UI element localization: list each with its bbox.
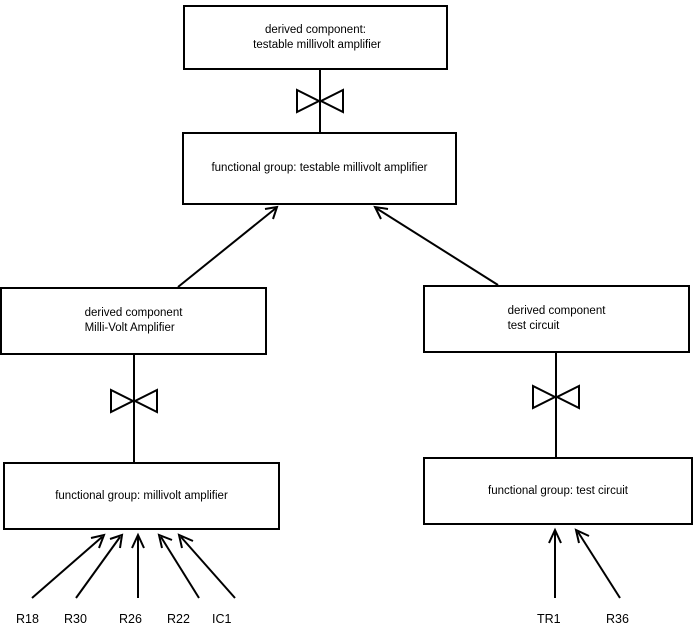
connector-left-realization — [110, 355, 158, 462]
connector-right-aggregation — [373, 205, 499, 286]
connector-r30 — [75, 533, 124, 599]
node-fg-testable-millivolt-amplifier[interactable]: functional group: testable millivolt amp… — [182, 132, 457, 205]
leaf-label-r18[interactable]: R18 — [16, 612, 39, 626]
bowtie-icon — [532, 384, 580, 410]
bowtie-icon — [110, 388, 158, 414]
node-label: functional group: testable millivolt amp… — [211, 161, 427, 176]
bowtie-icon — [296, 88, 344, 114]
node-label-line2: test circuit — [507, 320, 560, 332]
node-label: derived component: testable millivolt am… — [250, 23, 381, 53]
leaf-label-tr1[interactable]: TR1 — [537, 612, 561, 626]
connector-tr1 — [548, 527, 562, 598]
leaf-label-ic1[interactable]: IC1 — [212, 612, 232, 626]
node-label-line1: derived component: — [264, 23, 366, 36]
node-label-line1: functional group: test circuit — [488, 484, 628, 497]
node-label-line2: testable millivolt amplifier — [249, 38, 381, 51]
node-label: functional group: millivolt amplifier — [55, 489, 228, 504]
node-label-line2: Milli-Volt Amplifier — [84, 322, 175, 334]
node-derived-testable-millivolt-amplifier[interactable]: derived component: testable millivolt am… — [183, 5, 448, 70]
node-label: derived component test circuit — [508, 304, 606, 334]
leaf-label-r30[interactable]: R30 — [64, 612, 87, 626]
connector-left-aggregation — [177, 205, 279, 288]
node-label-line1: functional group: testable millivolt amp… — [211, 162, 428, 174]
node-label-line1: derived component — [507, 305, 606, 317]
node-fg-test-circuit[interactable]: functional group: test circuit — [423, 457, 693, 525]
connector-right-realization — [532, 353, 580, 457]
connector-top-realization — [296, 70, 344, 132]
connector-r18 — [31, 533, 106, 599]
node-derived-test-circuit[interactable]: derived component test circuit — [423, 285, 690, 353]
node-label-line1: functional group: millivolt amplifier — [55, 489, 228, 502]
leaf-label-r26[interactable]: R26 — [119, 612, 142, 626]
connector-r36 — [574, 528, 621, 599]
node-fg-millivolt-amplifier[interactable]: functional group: millivolt amplifier — [3, 462, 280, 530]
connector-r26 — [131, 532, 145, 598]
node-label-line1: derived component — [84, 307, 183, 319]
connector-ic1 — [177, 533, 236, 599]
connector-r22 — [157, 533, 200, 599]
leaf-label-r36[interactable]: R36 — [606, 612, 629, 626]
leaf-label-r22[interactable]: R22 — [167, 612, 190, 626]
node-label: functional group: test circuit — [488, 484, 628, 499]
